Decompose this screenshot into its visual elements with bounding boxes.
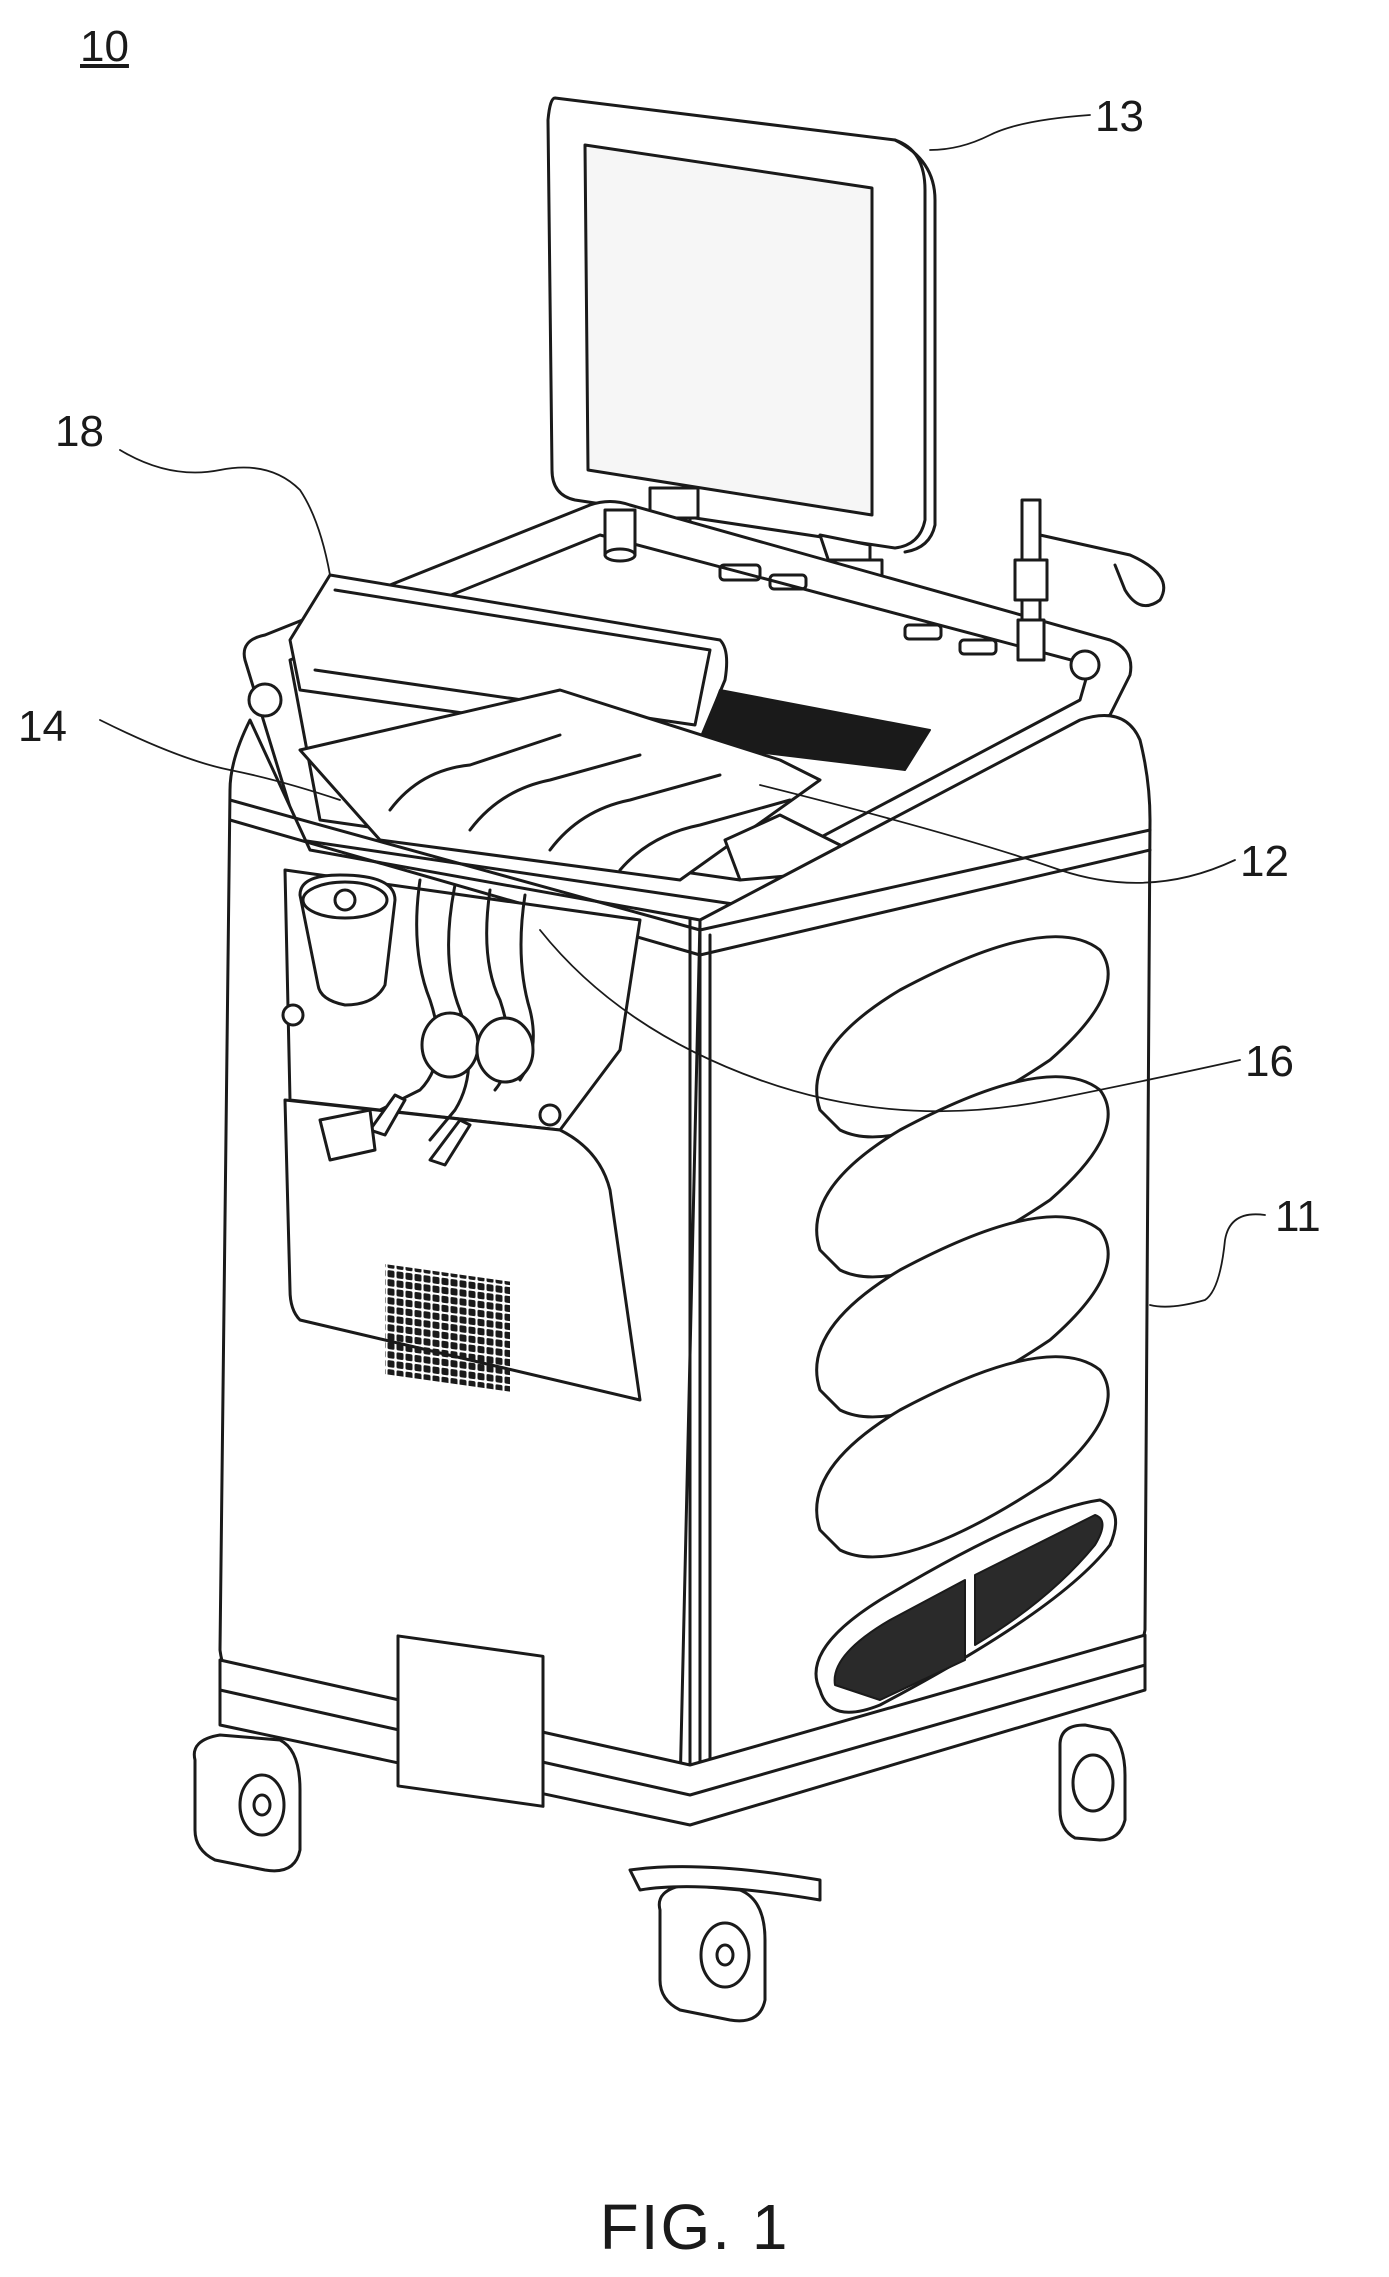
figure-ref-main: 10 [80, 25, 129, 69]
ref-label-18: 18 [55, 410, 104, 454]
ref-label-12: 12 [1240, 840, 1289, 884]
caster-front-right [1060, 1725, 1125, 1840]
ref-label-14: 14 [18, 705, 67, 749]
side-ribs [817, 937, 1109, 1557]
monitor-screen [585, 145, 872, 515]
figure-caption: FIG. 1 [0, 2190, 1389, 2264]
iv-hook [1040, 535, 1164, 606]
leader-13 [930, 115, 1090, 150]
label-panel [398, 1636, 543, 1806]
ref-label-16: 16 [1245, 1040, 1294, 1084]
leader-11 [1150, 1214, 1265, 1306]
ref-label-11: 11 [1275, 1195, 1321, 1239]
speaker-grille [385, 1264, 510, 1392]
ref-label-13: 13 [1095, 95, 1144, 139]
leader-18 [120, 450, 330, 575]
cable-clip [320, 1110, 375, 1160]
caster-rear-center [659, 1885, 765, 2021]
caster-front-left [194, 1735, 300, 1871]
